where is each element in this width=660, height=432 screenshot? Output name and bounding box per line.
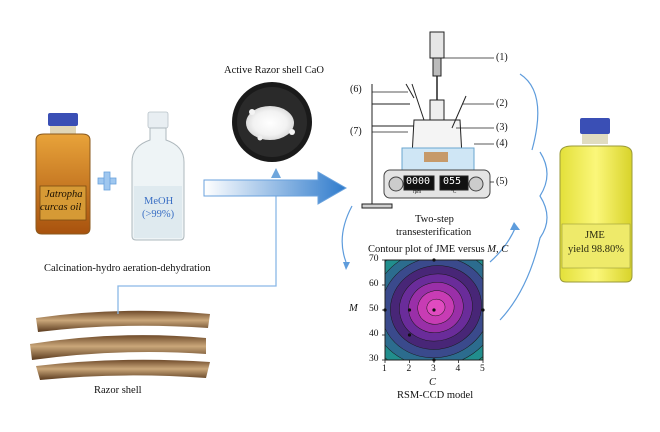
razor-shell-label: Razor shell <box>94 385 142 396</box>
chart-xlabel: C <box>429 377 437 388</box>
display-temp-value: 055 <box>443 176 462 187</box>
contour-plot <box>382 258 485 363</box>
razor-shell-image <box>30 310 210 380</box>
design-point-6 <box>432 258 436 262</box>
jatropha-label-line2: curcas oil <box>40 202 82 213</box>
jatropha-label-line1: Jatropha <box>45 189 83 200</box>
y-tick-label: 40 <box>369 329 379 339</box>
arrowhead-left <box>343 262 350 270</box>
meoh-label-line2: (>99%) <box>142 209 175 220</box>
design-point-3 <box>407 308 412 312</box>
two-step-label-line2: transesterification <box>396 227 472 238</box>
cao-powder-dish <box>232 82 312 162</box>
calcination-flow-line <box>117 186 277 314</box>
y-tick-label: 70 <box>369 254 379 264</box>
design-point-5 <box>432 308 436 312</box>
up-arrowhead <box>271 168 281 178</box>
jme-bottle <box>559 118 633 283</box>
jme-label-line2: yield 98.80% <box>568 244 624 255</box>
x-tick-label: 5 <box>480 364 485 374</box>
contour-level-12 <box>426 298 446 317</box>
chart-ylabel: M <box>349 303 358 314</box>
callout-6: (6) <box>350 84 362 95</box>
callout-2: (2) <box>496 98 508 109</box>
y-tick-label: 30 <box>369 354 379 364</box>
design-point-2 <box>407 333 412 337</box>
arrowhead-right <box>510 222 520 230</box>
transesterification-apparatus <box>361 31 491 209</box>
jme-label-line1: JME <box>585 230 605 241</box>
chart-title-prefix: Contour plot of JME versus <box>368 244 488 255</box>
meoh-label-line1: MeOH <box>144 196 174 207</box>
plus-icon <box>97 171 117 191</box>
chart-caption: RSM-CCD model <box>397 390 474 401</box>
x-tick-label: 1 <box>382 364 387 374</box>
jatropha-oil-bottle <box>35 113 91 235</box>
y-tick-label: 50 <box>369 304 379 314</box>
callout-3: (3) <box>496 122 508 133</box>
callout-1: (1) <box>496 52 508 63</box>
calcination-label: Calcination-hydro aeration-dehydration <box>44 263 211 274</box>
x-tick-label: 4 <box>455 364 461 374</box>
y-tick-label: 60 <box>369 279 379 289</box>
display-rpm-value: 0000 <box>406 176 431 187</box>
callout-5: (5) <box>496 176 508 187</box>
x-tick-label: 3 <box>431 364 436 374</box>
main-flow-arrow <box>203 171 348 205</box>
two-step-label-line1: Two-step <box>415 214 454 225</box>
methanol-bottle <box>131 111 185 241</box>
chart-title: Contour plot of JME versus M, C <box>368 244 508 256</box>
chart-title-vars: M, C <box>487 244 509 255</box>
active-cao-label: Active Razor shell CaO <box>224 65 325 76</box>
callout-4: (4) <box>496 138 508 149</box>
callout-7: (7) <box>350 126 362 137</box>
design-point-7 <box>481 308 485 312</box>
display-rpm-unit: rpm <box>413 190 422 195</box>
callout-leaders <box>372 57 494 183</box>
display-temp-unit: °C <box>451 190 457 195</box>
x-tick-label: 2 <box>406 364 412 374</box>
